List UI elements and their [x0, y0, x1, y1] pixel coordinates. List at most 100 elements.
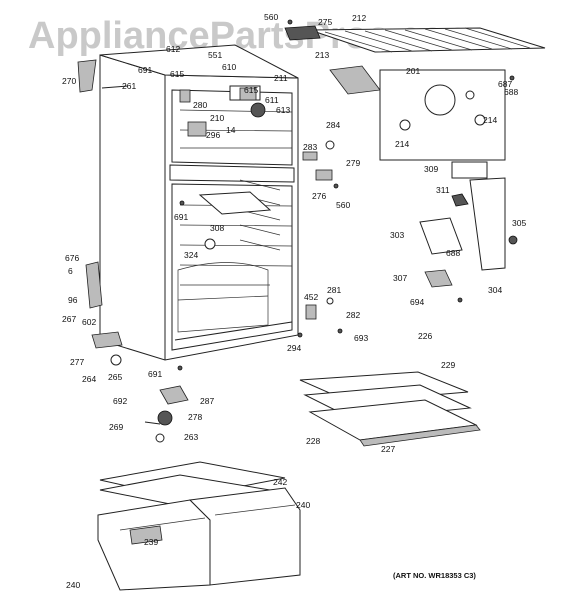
callout-c267: 267: [62, 314, 76, 324]
part-283: [302, 151, 318, 161]
part-305: [508, 235, 518, 245]
part-309: [451, 161, 488, 179]
callout-c212: 212: [352, 13, 366, 23]
screw-691b: [179, 200, 185, 206]
callout-c615b: 615: [244, 85, 258, 95]
callout-c694: 694: [410, 297, 424, 307]
callout-c294: 294: [287, 343, 301, 353]
callout-c284: 284: [326, 120, 340, 130]
callout-c615a: 615: [170, 69, 184, 79]
callout-c305: 305: [512, 218, 526, 228]
part-265: [110, 354, 122, 366]
callout-c304: 304: [488, 285, 502, 295]
part-303: [419, 217, 463, 255]
callout-c239: 239: [144, 537, 158, 547]
part-276: [315, 169, 333, 181]
callout-c277: 277: [70, 357, 84, 367]
callout-c279: 279: [346, 158, 360, 168]
callout-c676: 676: [65, 253, 79, 263]
callout-c551: 551: [208, 50, 222, 60]
callout-c296: 296: [206, 130, 220, 140]
callout-c324: 324: [184, 250, 198, 260]
part-277: [91, 331, 123, 349]
part-296: [187, 121, 207, 137]
callout-c240a: 240: [296, 500, 310, 510]
callout-c691b: 691: [174, 212, 188, 222]
callout-c612: 612: [166, 44, 180, 54]
callout-c692: 692: [113, 396, 127, 406]
callout-c687: 687: [498, 79, 512, 89]
part-324: [204, 238, 216, 250]
callout-c14: 14: [226, 125, 236, 135]
callout-c96: 96: [68, 295, 78, 305]
part-452: [305, 304, 317, 320]
callout-c452: 452: [304, 292, 318, 302]
part-239: [129, 525, 163, 545]
callout-c242: 242: [273, 477, 287, 487]
callout-c308: 308: [210, 223, 224, 233]
callout-c201: 201: [406, 66, 420, 76]
screw-560b: [333, 183, 339, 189]
callout-c229: 229: [441, 360, 455, 370]
part-280: [179, 89, 191, 103]
callout-c240b: 240: [66, 580, 80, 590]
callout-c283: 283: [303, 142, 317, 152]
callout-c263: 263: [184, 432, 198, 442]
cabinet: [99, 44, 299, 361]
part-269: [144, 421, 161, 425]
part-261: [101, 85, 129, 89]
callout-c602: 602: [82, 317, 96, 327]
callout-c261: 261: [122, 81, 136, 91]
callout-c228: 228: [306, 436, 320, 446]
callout-c226: 226: [418, 331, 432, 341]
callout-c307: 307: [393, 273, 407, 283]
wire-shelf-212: [309, 27, 546, 53]
callout-c264: 264: [82, 374, 96, 384]
part-284: [325, 140, 335, 150]
trim-227: [359, 424, 481, 447]
part-270: [77, 59, 97, 93]
callout-c275: 275: [318, 17, 332, 27]
callout-c265: 265: [108, 372, 122, 382]
part-281: [326, 297, 334, 305]
fan-613: [250, 102, 266, 118]
callout-c6: 6: [68, 266, 73, 276]
glass-shelf-assembly: [299, 371, 481, 447]
shelf-308: [198, 191, 272, 215]
part-275: [284, 25, 321, 41]
part-213: [329, 65, 381, 95]
callout-c278: 278: [188, 412, 202, 422]
callout-c211: 211: [274, 73, 288, 83]
screw-693: [337, 328, 343, 334]
callout-c311: 311: [436, 185, 450, 195]
part-611: [239, 87, 257, 101]
callout-c213: 213: [315, 50, 329, 60]
part-263: [155, 433, 165, 443]
callout-c227: 227: [381, 444, 395, 454]
back-panel-201: [379, 69, 506, 161]
callout-c613: 613: [276, 105, 290, 115]
hinge-602: [85, 261, 103, 309]
callout-c282: 282: [346, 310, 360, 320]
screw-688: [509, 75, 515, 81]
callout-c610: 610: [222, 62, 236, 72]
callout-c691c: 691: [148, 369, 162, 379]
callout-c210: 210: [210, 113, 224, 123]
part-307: [424, 269, 453, 288]
callout-c693: 693: [354, 333, 368, 343]
screw-691c: [177, 365, 183, 371]
screw-560: [287, 19, 293, 25]
callout-c560b: 560: [336, 200, 350, 210]
crisper-drawers-240: [97, 487, 301, 591]
part-311: [451, 193, 469, 207]
screw-294: [297, 332, 303, 338]
art-number: (ART NO. WR18353 C3): [393, 571, 476, 580]
callout-c276: 276: [312, 191, 326, 201]
callout-c309: 309: [424, 164, 438, 174]
callout-c691a: 691: [138, 65, 152, 75]
callout-c269: 269: [109, 422, 123, 432]
callout-c688b: 688: [446, 248, 460, 258]
callout-c214a: 214: [395, 139, 409, 149]
